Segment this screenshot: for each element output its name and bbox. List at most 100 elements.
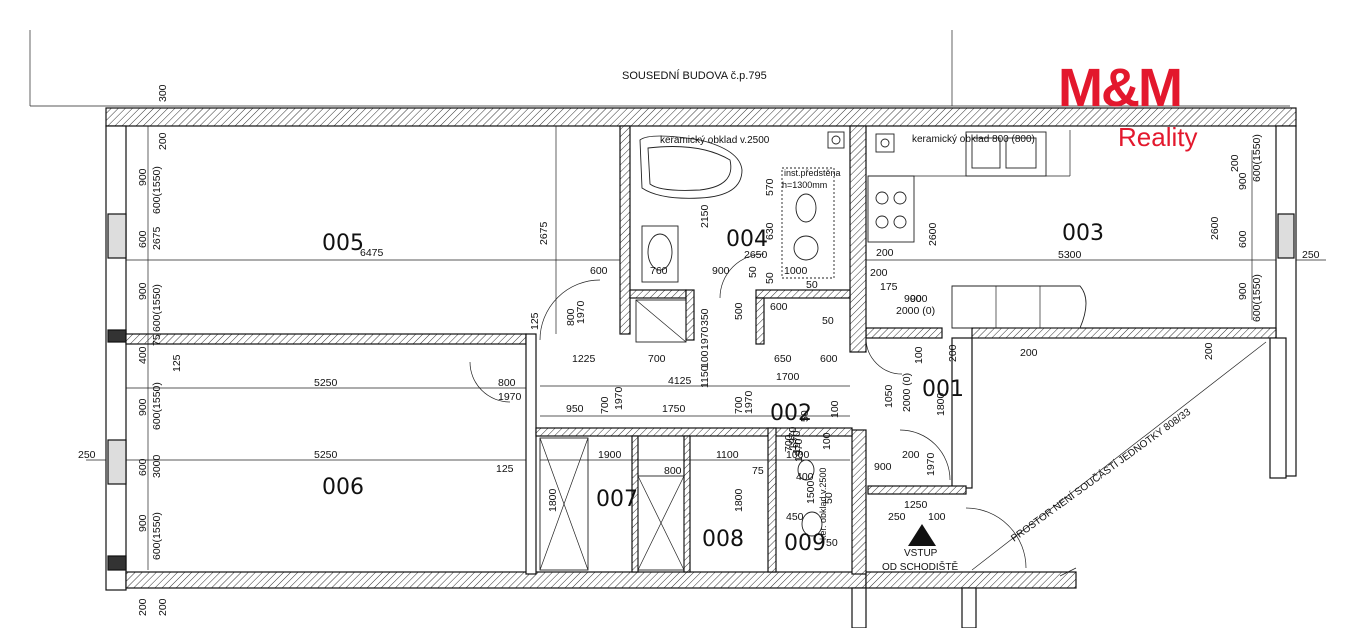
dimension-label: 1800 xyxy=(935,392,947,416)
room-label-005: 005 xyxy=(322,231,364,256)
note-entrance-1: VSTUP xyxy=(904,548,938,559)
note-tiles-004: keramický obklad v.2500 xyxy=(660,135,770,146)
dimension-label: 600 xyxy=(590,265,608,277)
dimension-label: 1970 xyxy=(613,386,625,410)
dimension-label: 250 xyxy=(888,511,906,523)
dimension-label: 1970 xyxy=(925,452,937,476)
dimension-label: 50 xyxy=(806,279,818,291)
dimension-label: 700 xyxy=(783,434,795,452)
dimension-label: 900 xyxy=(1237,282,1249,300)
dimension-label: 2000 (0) xyxy=(896,305,935,317)
room-label-002: 002 xyxy=(770,401,812,426)
dimension-label: 1150 xyxy=(699,365,711,388)
neighbour-building-outline xyxy=(29,30,1290,107)
note-tiles-009: ker. obklad v.2500 xyxy=(818,468,828,540)
dimension-label: 1970 xyxy=(699,326,711,350)
dimension-label: 1225 xyxy=(572,353,596,365)
dimension-label: 1970 xyxy=(793,438,805,462)
dimension-label: 200 xyxy=(870,267,888,279)
dimension-label: 600 xyxy=(1237,230,1249,248)
dimension-label: 600(1550) xyxy=(1251,134,1263,182)
dimension-label: 200 xyxy=(157,598,169,616)
dimension-label: 900 xyxy=(1237,172,1249,190)
dimension-label: 1970 xyxy=(743,390,755,414)
dimension-label: 800 xyxy=(664,465,682,477)
dimension-label: 400 xyxy=(137,346,149,364)
dimension-label: 600 xyxy=(137,230,149,248)
dimension-label: 50 xyxy=(826,537,838,549)
room-labels: 005 004 003 006 007 008 009 002 001 xyxy=(322,221,1104,556)
dimension-label: 300 xyxy=(157,84,169,102)
dimension-label: 1970 xyxy=(787,426,799,450)
dimension-label: 5250 xyxy=(314,449,338,461)
dimension-label: 2675 xyxy=(151,226,163,250)
note-inst-wall-1: inst.předstěna xyxy=(784,168,841,178)
dimension-label: 1900 xyxy=(598,449,622,461)
dimension-label: 5300 xyxy=(1058,249,1082,261)
dimension-label: 1250 xyxy=(904,499,928,511)
dimension-label: 900 xyxy=(910,293,928,305)
interior-walls xyxy=(125,125,1287,628)
dimension-label: 900 xyxy=(874,461,892,473)
dimension-label: 600(1550) xyxy=(151,284,163,332)
dimension-label: 200 xyxy=(157,132,169,150)
room-label-007: 007 xyxy=(596,487,638,512)
neighbour-building-label: SOUSEDNÍ BUDOVA č.p.795 xyxy=(622,69,767,82)
dimension-label: 800 xyxy=(498,377,516,389)
dimension-label: 100 xyxy=(821,432,833,450)
dimension-label: 4125 xyxy=(668,375,692,387)
dimension-label: 50 xyxy=(764,272,776,284)
svg-text:Reality: Reality xyxy=(1118,122,1197,152)
note-tiles-003: keramický obklad 800 (800) xyxy=(912,134,1035,145)
dimension-label: 600 xyxy=(820,353,838,365)
dimension-label: 900 xyxy=(137,514,149,532)
dimension-label: 400 xyxy=(796,471,814,483)
dimension-label: 100 xyxy=(913,346,925,364)
dimension-label: 1050 xyxy=(883,384,895,408)
dimension-label: 200 xyxy=(1020,347,1038,359)
dimension-label: 6475 xyxy=(360,247,384,259)
dimension-label: 1000 xyxy=(784,265,808,277)
mm-reality-logo: M&M Reality xyxy=(1058,58,1197,152)
room-label-004: 004 xyxy=(726,227,768,252)
dimension-label: 800 xyxy=(565,308,577,326)
dimension-label: 2650 xyxy=(744,249,768,261)
dimension-label: 1000 xyxy=(786,449,810,461)
note-not-part: PROSTOR NENÍ SOUČÁSTÍ JEDNOTKY 808/33 xyxy=(1008,405,1193,545)
svg-text:M&M: M&M xyxy=(1058,58,1181,118)
dimension-label: 1100 xyxy=(716,449,739,461)
room-label-006: 006 xyxy=(322,475,364,500)
dimension-label: 500 xyxy=(733,302,745,320)
room-label-008: 008 xyxy=(702,527,744,552)
dimension-lines xyxy=(86,126,1326,570)
dimension-label: 650 xyxy=(774,353,792,365)
room-label-009: 009 xyxy=(784,531,826,556)
dimension-label: 900 xyxy=(137,398,149,416)
dimension-label: 200 xyxy=(902,449,920,461)
dimension-label: 630 xyxy=(764,222,776,240)
dimension-label: 600(1550) xyxy=(151,166,163,214)
dimension-label: 1500 xyxy=(805,480,817,504)
fixtures xyxy=(469,130,1276,577)
dimension-label: 900 xyxy=(904,293,922,305)
dimension-label: 1970 xyxy=(791,430,803,454)
dimension-label: 1800 xyxy=(547,488,559,512)
dimension-label: 600(1550) xyxy=(151,382,163,430)
room-label-003: 003 xyxy=(1062,221,1104,246)
room-label-001: 001 xyxy=(922,377,964,402)
dimension-label: 125 xyxy=(171,354,183,372)
dimension-label: 600 xyxy=(770,301,788,313)
dimension-label: 100 xyxy=(699,350,711,368)
dimension-label: 5250 xyxy=(314,377,338,389)
dimension-label: 200 xyxy=(1203,342,1215,360)
dimension-label: 950 xyxy=(566,403,584,415)
dimension-label: 700 xyxy=(648,353,666,365)
dimension-label: 125 xyxy=(529,312,541,330)
dimension-label: 600(1550) xyxy=(151,512,163,560)
dimension-label: 125 xyxy=(496,463,514,475)
dimension-label: 2150 xyxy=(699,204,711,228)
dimension-label: 900 xyxy=(137,282,149,300)
dimension-label: 1750 xyxy=(662,403,686,415)
